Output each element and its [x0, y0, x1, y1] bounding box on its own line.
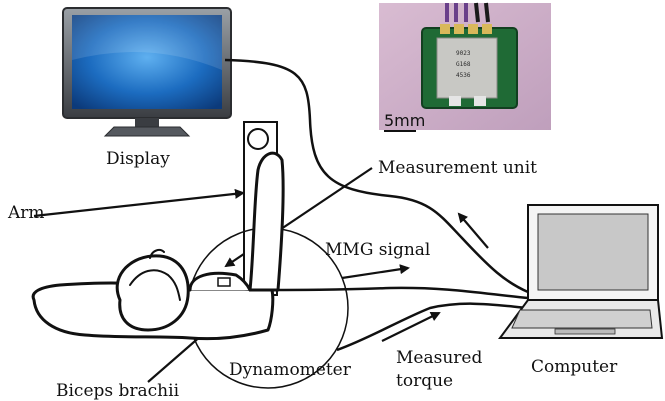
torque-signal-arrow — [381, 312, 441, 342]
measured-torque-label-line2: torque — [396, 371, 453, 391]
laptop-computer-icon — [498, 204, 664, 339]
arm-pointer-arrow — [33, 188, 245, 218]
display-label: Display — [106, 149, 170, 169]
ear-outline — [129, 269, 181, 301]
arm-label: Arm — [7, 203, 45, 223]
mmg-signal-label: MMG signal — [325, 240, 430, 260]
mmg-cable — [243, 286, 529, 300]
torque-cable — [336, 302, 529, 352]
hair-outline — [149, 249, 165, 259]
measurement-unit-sensor — [217, 277, 231, 287]
mmg-signal-arrow — [341, 264, 410, 280]
chip-text-2: G168 — [456, 61, 471, 68]
measured-torque-label-line1: Measured — [396, 348, 482, 368]
upper-arm-outline — [248, 151, 285, 292]
head-outline — [115, 254, 190, 332]
measurement-unit-label: Measurement unit — [378, 158, 537, 178]
dynamometer-label: Dynamometer — [229, 360, 352, 380]
human-figure — [31, 151, 285, 341]
sensor-photo: 9023 G168 4536 — [379, 2, 551, 130]
scale-bar-label: 5mm — [384, 111, 425, 130]
biceps-brachii-label: Biceps brachii — [56, 381, 180, 401]
computer-label: Computer — [531, 357, 618, 377]
cables — [224, 58, 529, 352]
chip-text-1: 9023 — [456, 50, 471, 57]
chip-text-3: 4536 — [456, 72, 471, 79]
display-signal-arrow — [457, 212, 489, 249]
display-cable — [224, 58, 529, 294]
display-monitor-icon — [62, 7, 232, 137]
